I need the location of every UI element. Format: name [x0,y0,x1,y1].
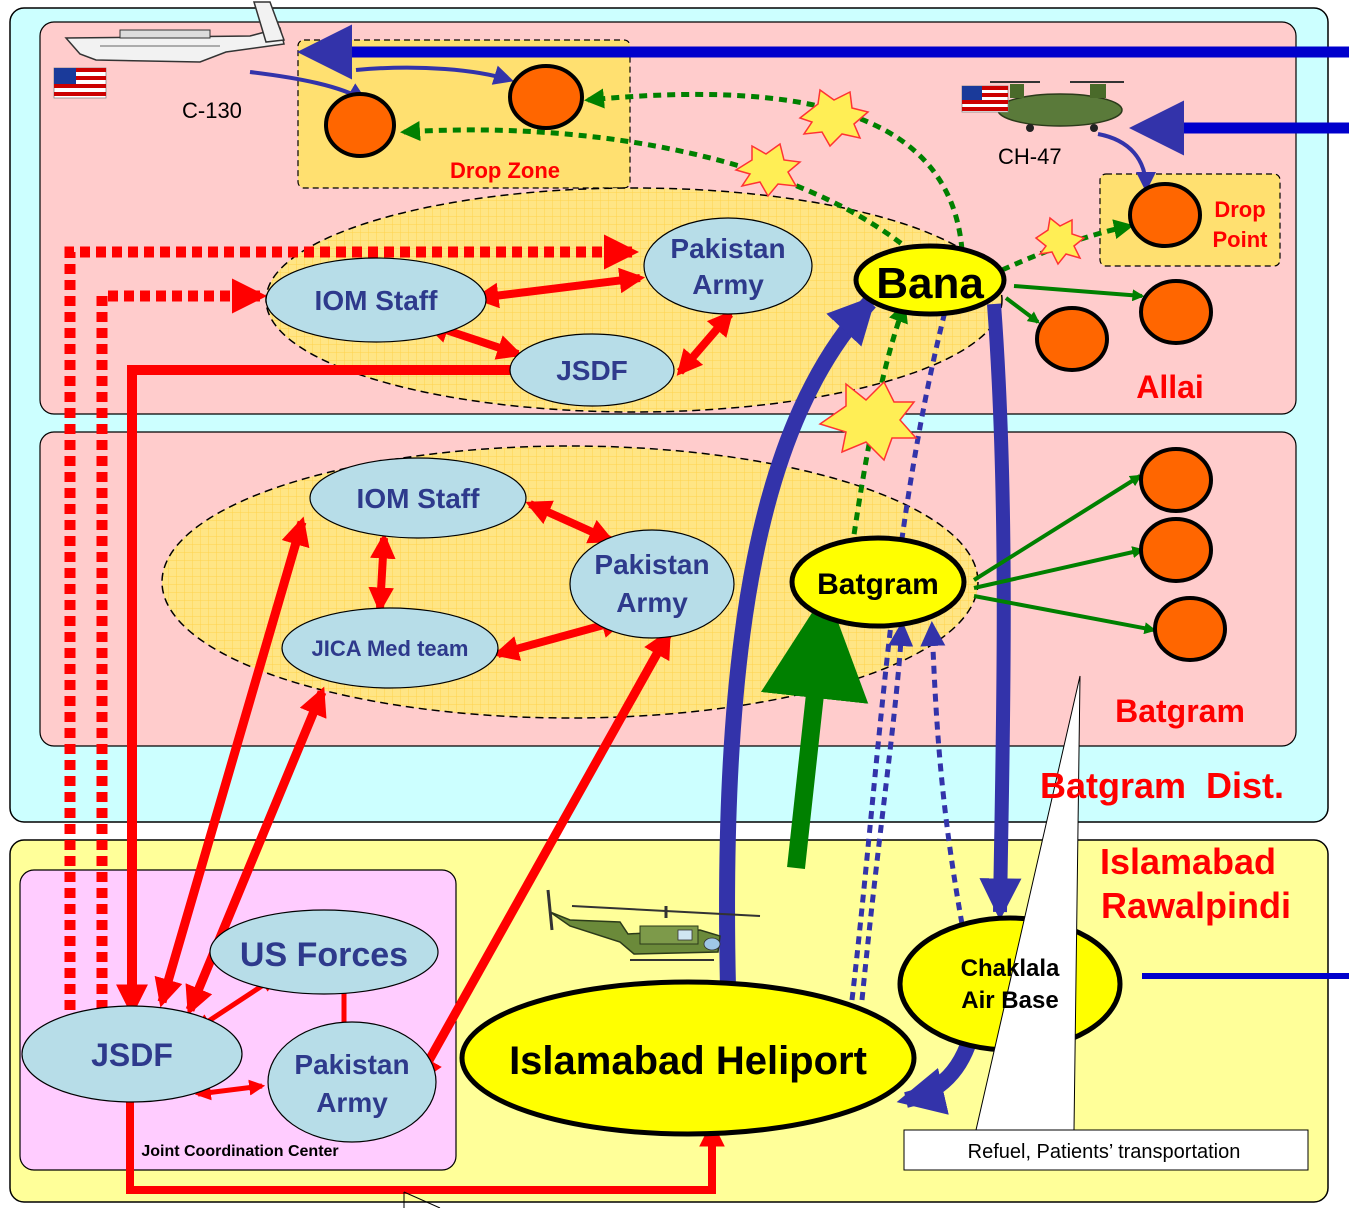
chaklala-callout-box [903,1129,1309,1171]
jsdf-to-heliport-line [126,1098,725,1194]
chaklala-callout-pointer [975,675,1081,1131]
drop-zone-target-2 [508,64,584,130]
drop-zone-label: Drop Zone [450,158,560,183]
jcc-jsdf-label: JSDF [91,1037,173,1073]
drop-point-label-line1: Drop [1214,197,1265,222]
chaklala-label-line1: Chaklala [961,955,1060,982]
c130-aircraft-icon [64,1,286,63]
batgram-hub [789,535,967,629]
jsdf-to-pakistan-army-dotted-line [64,234,640,1010]
chaklala-batgram-dotted-route [920,621,965,925]
allai-pakistan-army-node [643,217,813,315]
allai-iom-army-link [472,267,646,309]
bana-to-village-2 [1004,296,1040,324]
drop-zone-target-1 [324,92,396,158]
jcc-us-forces-label: US Forces [240,936,408,974]
batgram-village-1 [1139,447,1213,513]
allai-pakistan-army-label-line1: Pakistan [670,233,785,264]
allai-jsdf-to-jcc-line [115,365,512,1017]
bana-to-droppoint-dotted-route [1000,219,1134,273]
batgram-village-2 [1139,517,1213,583]
batgram-region-label: Batgram [1115,693,1245,729]
batgram-to-village-1 [972,474,1143,582]
us-flag-icon [53,67,107,99]
heliport-to-bana-route [719,294,877,989]
hazard-burst-icon [1034,216,1086,266]
jcc-pakistan-army-label-line2: Army [316,1087,388,1118]
hazard-burst-icon [734,142,802,198]
jica-med-team-label: JICA Med team [312,636,469,661]
islamabad-region-label-line1: Islamabad [1100,841,1276,882]
jcc-title: Joint Coordination Center [141,1143,338,1160]
hazard-burst-icon [798,88,870,148]
jcc-jsdf-army-link [194,1079,266,1101]
islamabad-heliport-label: Islamabad Heliport [509,1039,867,1083]
hazard-burst-icon [818,380,918,462]
bottom-callout-pointer [403,1191,441,1208]
chaklala-callout-text: Refuel, Patients’ transportation [968,1141,1241,1163]
heliport-batgram-dotted-route [859,621,914,1001]
batgram-village-3 [1153,596,1227,662]
chaklala-label-line2: Air Base [961,987,1058,1014]
drop-point-target [1128,182,1202,248]
ch47-label: CH-47 [998,144,1062,169]
bana-to-dropzone-dotted-route-2 [400,121,914,254]
batgram-to-village-3 [973,594,1157,635]
allai-village-1 [1139,279,1213,345]
allai-iom-staff-node [265,257,487,343]
allai-pakistan-army-label-line2: Army [692,269,764,300]
ch47-helicopter-icon [990,81,1124,132]
jcc-jsdf-node [21,1005,243,1103]
allai-jsdf-army-link [676,310,734,376]
batgram-district-label: Batgram Dist. [1040,765,1284,806]
heliport-bana-dotted-route [849,287,958,1001]
batgram-army-jcc-army-link [414,628,672,1086]
batgram-iom-jica-link [368,532,396,614]
c130-label: C-130 [182,98,242,123]
us-flag-icon [961,85,1009,113]
batgram-iom-staff-node [309,457,527,539]
bana-to-village-1 [1013,284,1145,302]
batgram-to-village-2 [973,546,1145,590]
allai-village-2 [1035,306,1109,372]
bana-label: Bana [876,259,984,308]
allai-jsdf-node [509,333,675,407]
batgram-pakistan-army-label-line1: Pakistan [594,549,709,580]
batgram-iom-staff-label: IOM Staff [357,483,481,514]
allai-region-label: Allai [1136,369,1204,405]
allai-iom-staff-label: IOM Staff [315,285,439,316]
drop-point-label-line2: Point [1213,227,1269,252]
jcc-us-forces-node [209,909,439,995]
batgram-iom-army-link [525,500,615,544]
c130-to-dropzone-arrow-2 [355,65,514,85]
heliport-to-batgram-route [760,590,869,869]
batgram-hub-label: Batgram [817,568,939,601]
islamabad-region-label-line2: Rawalpindi [1101,885,1291,926]
batgram-pakistan-army-node [569,529,735,639]
bana-hub [853,243,1007,317]
islamabad-heliport-hub [459,979,917,1137]
jcc-pakistan-army-label-line1: Pakistan [294,1049,409,1080]
batgram-pakistan-army-label-line2: Army [616,587,688,618]
jcc-pakistan-army-node [267,1021,437,1143]
jica-med-team-node [281,607,499,689]
ch47-to-droppoint-arrow [1097,132,1156,192]
uh1-helicopter-icon [546,889,761,961]
bana-to-chaklala-route [979,303,1022,921]
jsdf-to-iom-dotted-line [96,278,268,1010]
allai-jsdf-label: JSDF [556,355,628,386]
